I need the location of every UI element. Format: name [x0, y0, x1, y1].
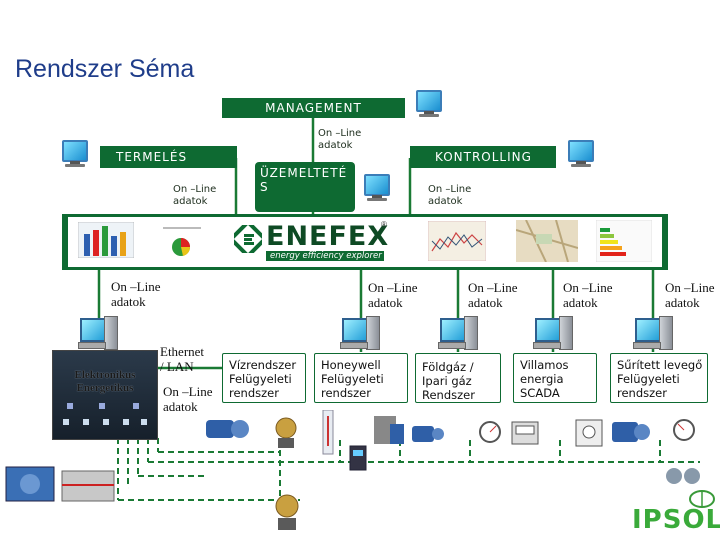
screen-icon — [63, 419, 69, 425]
monitor-icon — [60, 138, 90, 168]
machinery — [5, 466, 115, 502]
chart-thumbnail — [78, 222, 134, 258]
map-thumbnail — [516, 220, 578, 262]
pc-icon — [438, 314, 478, 350]
pc-icon — [340, 314, 380, 350]
system-compressed-air: Sűrített levegő Felügyeleti rendszer — [610, 353, 708, 403]
kontrolling-label: KONTROLLING — [435, 150, 532, 164]
line-chart-thumbnail — [428, 221, 486, 261]
monitor-icon — [362, 172, 392, 202]
enefex-name: ENEFEX — [266, 221, 390, 252]
pc-icon — [633, 314, 673, 350]
online-lower-3: On –Line adatok — [468, 280, 518, 310]
system-gas: Földgáz / Ipari gáz Rendszer — [415, 353, 501, 403]
enefex-tagline: energy efficiency explorer — [270, 251, 382, 261]
pc-icon — [78, 314, 118, 350]
meter-panel-icon — [511, 421, 539, 445]
uzemeltetes-box: ÜZEMELTETÉ S — [255, 162, 355, 212]
meter-icon — [275, 494, 299, 530]
system-water: Vízrendszer Felügyeleti rendszer — [222, 353, 306, 403]
online-lower-5: On –Line adatok — [665, 280, 715, 310]
pump-icon — [206, 420, 249, 438]
management-label: MANAGEMENT — [265, 101, 362, 115]
enefex-logo-icon — [234, 225, 262, 253]
system-honeywell: Honeywell Felügyeleti rendszer — [314, 353, 408, 403]
system-scada: Villamos energia SCADA — [513, 353, 597, 403]
thermometer-icon — [322, 410, 334, 455]
management-bar: MANAGEMENT — [222, 98, 405, 118]
screen-icon — [83, 419, 89, 425]
electronics-screen-label: Elektronikus Energetikus — [74, 369, 136, 394]
online-termeles: On –Line adatok — [173, 184, 217, 207]
kontrolling-bar: KONTROLLING — [410, 146, 556, 168]
monitor-icon — [566, 138, 596, 168]
energy-label-thumbnail — [596, 220, 652, 262]
online-ethernet: On –Line adatok — [163, 384, 213, 414]
uzemeltetes-label: ÜZEMELTETÉ S — [260, 166, 348, 194]
meter-panel-icon — [575, 419, 603, 447]
online-lower-4: On –Line adatok — [563, 280, 613, 310]
enefex-registered: ® — [381, 220, 387, 229]
controller-icon — [349, 445, 367, 471]
pump-icon — [666, 468, 700, 484]
tagline-band — [266, 251, 384, 261]
screen-icon — [103, 419, 109, 425]
ipsol-logo-icon — [689, 490, 715, 508]
pump-icon — [612, 422, 650, 442]
electronics-screen: Elektronikus Energetikus — [52, 350, 158, 440]
termeles-label: TERMELÉS — [116, 150, 188, 164]
screen-icon — [99, 403, 105, 409]
ipsol-logo-text: IPSOL — [632, 505, 720, 535]
valve-icon — [61, 470, 115, 502]
termeles-bar: TERMELÉS — [100, 146, 237, 168]
monitor-icon — [414, 88, 444, 118]
screen-icon — [141, 419, 147, 425]
online-management: On –Line adatok — [318, 128, 362, 151]
ethernet-label: Ethernet / LAN — [160, 344, 205, 374]
pump-icon — [412, 426, 444, 442]
online-lower-1: On –Line adatok — [111, 279, 161, 309]
meter-icon — [275, 417, 297, 448]
gauge-icon — [673, 419, 695, 441]
page-title: Rendszer Séma — [15, 55, 195, 83]
enefex-panel: ENEFEX ® energy efficiency explorer — [68, 217, 662, 267]
field-devices — [206, 410, 695, 471]
screen-icon — [133, 403, 139, 409]
online-lower-2: On –Line adatok — [368, 280, 418, 310]
pc-icon — [533, 314, 573, 350]
pie-thumbnail — [163, 227, 201, 256]
controller-icon — [374, 416, 404, 444]
online-kontrolling: On –Line adatok — [428, 184, 472, 207]
gauge-icon — [479, 421, 501, 443]
motor-icon — [5, 466, 55, 502]
screen-icon — [67, 403, 73, 409]
screen-icon — [123, 419, 129, 425]
